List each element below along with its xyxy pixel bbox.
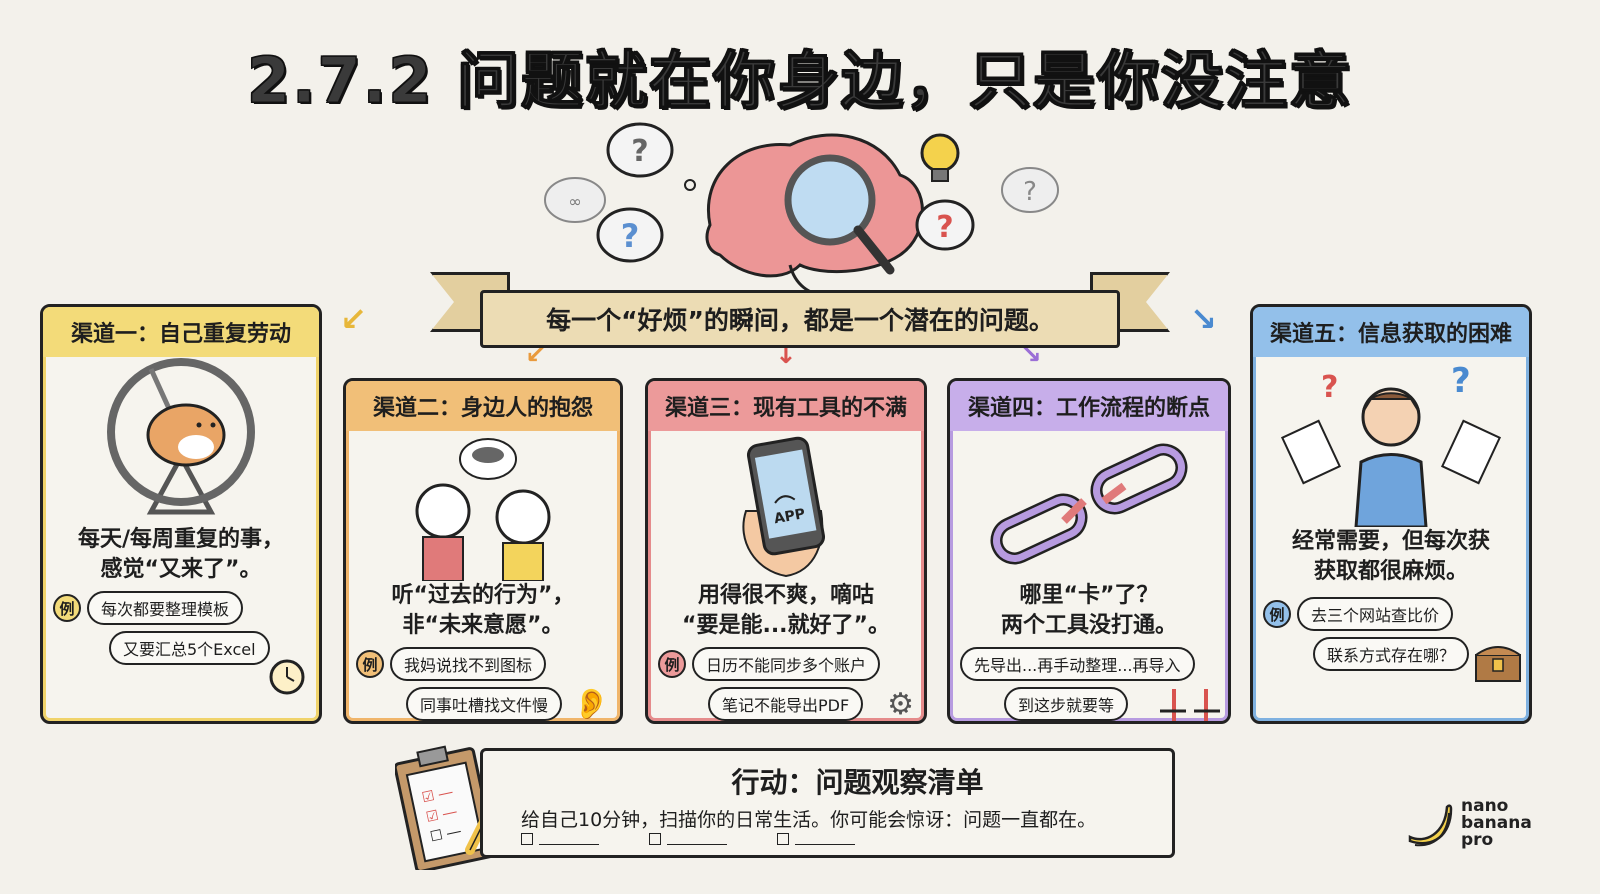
broken-chain-icon [990,443,1188,565]
example-bubble: 每次都要整理模板 [87,591,244,625]
channel-text-line2: 两个工具没打通。 [1000,613,1177,638]
channel-title: 渠道一：自己重复劳动 [43,307,319,357]
example-badge: 例 [356,650,384,678]
svg-text:?: ? [1321,370,1338,405]
action-description: 给自己10分钟，扫描你的日常生活。你可能会惊讶：问题一直都在。 [521,809,1097,831]
example-badge: 例 [1263,600,1291,628]
svg-text:☑ ―: ☑ ― [420,784,454,806]
example-bubble: 到这步就要等 [1004,687,1129,721]
example-bubble: 同事吐槽找文件慢 [406,687,563,721]
svg-text:☑ ―: ☑ ― [425,804,459,826]
channel-card-2: 渠道二：身边人的抱怨 听“过去的行为”， 非“未来意愿”。 例 我妈说找不到图标… [343,378,623,724]
arrow-to-channel5: ↘ [1190,300,1217,338]
question-bubble-icon: ? ? [915,167,1059,251]
example-bubble: 去三个网站查比价 [1297,597,1454,631]
channel-title: 渠道二：身边人的抱怨 [346,381,620,431]
action-title: 行动：问题观察清单 [731,766,984,799]
channel-card-5: 渠道五：信息获取的困难 ? ? 经常需要，但每次获 获取都很麻烦。 例 去三个网… [1250,304,1532,724]
confused-person-icon: ? ? [1280,361,1502,527]
ear-icon: 👂 [572,687,610,722]
checklist-item[interactable] [777,833,855,845]
checkbox[interactable] [521,833,533,845]
nano-banana-pro-logo: nano banana pro [1405,798,1532,849]
channel-text-line1: 每天/每周重复的事， [77,527,285,552]
channel-text-line1: 用得很不爽，嘀咕 [697,583,874,608]
example-badge: 例 [53,594,81,622]
page-title: 2.7.2 问题就在你身边，只是你没注意 [246,44,1354,118]
hamster-wheel-icon [107,358,255,515]
channel-card-1: 渠道一：自己重复劳动 每天/每周重复的事， 感觉“又来了”。 例 每次都要整理模… [40,304,322,724]
channel-text-line1: 经常需要，但每次获 [1291,529,1490,554]
channel-text-line1: 哪里“卡”了？ [1019,583,1159,608]
magnifier-icon [784,154,895,275]
chat-bubble-icon: ∞ [544,177,606,223]
example-bubble: 笔记不能导出PDF [708,687,864,721]
svg-text:?: ? [631,134,648,169]
lightbulb-icon [920,133,960,182]
checkbox[interactable] [649,833,661,845]
checklist-item[interactable] [521,833,599,845]
channel-text-line2: “要是能...就好了”。 [682,613,890,638]
svg-text:☐ ―: ☐ ― [429,823,463,845]
channel-title: 渠道四：工作流程的断点 [950,381,1228,431]
svg-text:?: ? [621,217,640,255]
example-bubble: 先导出...再手动整理...再导入 [960,647,1195,681]
svg-text:∞: ∞ [568,192,581,211]
banana-icon [1408,803,1453,846]
svg-text:?: ? [1023,177,1037,207]
svg-text:?: ? [1451,361,1471,401]
logo-line2: banana [1461,813,1532,833]
channel-text-line2: 感觉“又来了”。 [100,557,262,582]
checkbox[interactable] [777,833,789,845]
example-bubble: 日历不能同步多个账户 [692,647,881,681]
example-badge: 例 [658,650,686,678]
arrow-to-channel1: ↙ [340,300,367,338]
channel-title: 渠道三：现有工具的不满 [648,381,924,431]
checklist-item[interactable] [649,833,727,845]
svg-text:APP: APP [773,506,807,527]
checklist-blanks [521,833,855,845]
example-bubble: 我妈说找不到图标 [390,647,547,681]
action-checklist-panel: 行动：问题观察清单 给自己10分钟，扫描你的日常生活。你可能会惊讶：问题一直都在… [480,748,1175,858]
channel-text-line2: 非“未来意愿”。 [402,613,564,638]
brain-magnifier-illustration: ∞ ? ? ? ? [544,122,1059,295]
broken-bridge-icon [1160,689,1220,721]
channel-text-line1: 听“过去的行为”， [391,583,575,608]
gears-icon: ⚙ [887,687,914,722]
channel-card-4: 渠道四：工作流程的断点 哪里“卡”了？ 两个工具没打通。 先导出...再手动整理… [947,378,1231,724]
example-bubble: 联系方式存在哪？ [1313,637,1470,671]
example-bubble: 又要汇总5个Excel [109,631,270,665]
question-bubble-icon: ? ? [596,122,696,263]
logo-line1: nano [1461,796,1509,816]
channel-title: 渠道五：信息获取的困难 [1253,307,1529,357]
svg-text:?: ? [936,210,953,245]
alarm-clock-icon [269,659,305,695]
channel-text-line2: 获取都很麻烦。 [1313,559,1468,584]
treasure-chest-icon [1475,646,1521,682]
logo-line3: pro [1461,830,1494,850]
arguing-people-icon [415,438,551,581]
channel-card-3: 渠道三：现有工具的不满 APP 用得很不爽，嘀咕 “要是能...就好了”。 例 … [645,378,927,724]
key-message-banner: 每一个“好烦”的瞬间，都是一个潜在的问题。 [480,290,1120,348]
sad-phone-icon: APP [742,436,826,578]
